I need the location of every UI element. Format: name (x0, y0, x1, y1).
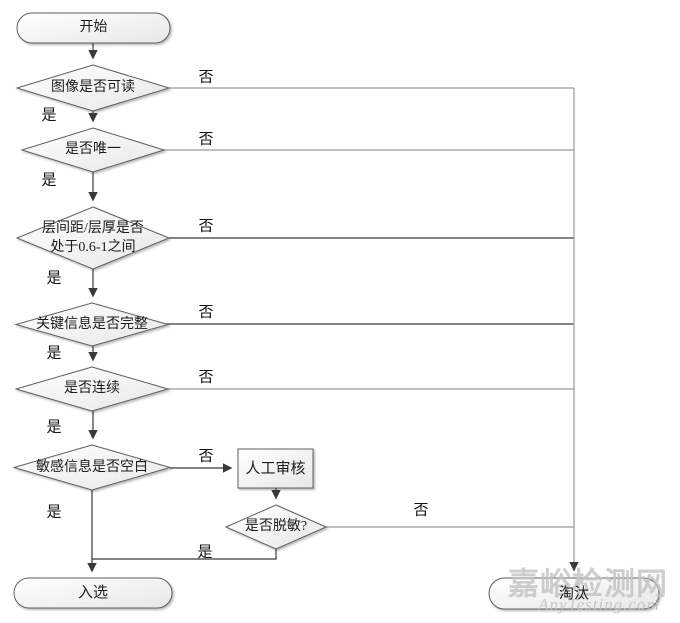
selected-terminator-shape (13, 577, 173, 609)
decision-unique-shape (20, 127, 166, 173)
decision-image-readable-shape (15, 64, 171, 112)
decision-slice-thickness-shape (15, 206, 171, 270)
edge-d7-yes-line (92, 549, 277, 560)
rejected-terminator-shape (488, 577, 660, 610)
decision-continuous-shape (14, 366, 170, 412)
process-manual-review-shape (237, 448, 314, 489)
connectors (87, 43, 579, 573)
decision-sensitive-blank-shape (12, 444, 172, 491)
decision-deidentified-shape (224, 504, 328, 550)
node-shapes (12, 12, 660, 610)
decision-key-info-shape (14, 302, 170, 347)
start-terminator-shape (16, 12, 171, 44)
